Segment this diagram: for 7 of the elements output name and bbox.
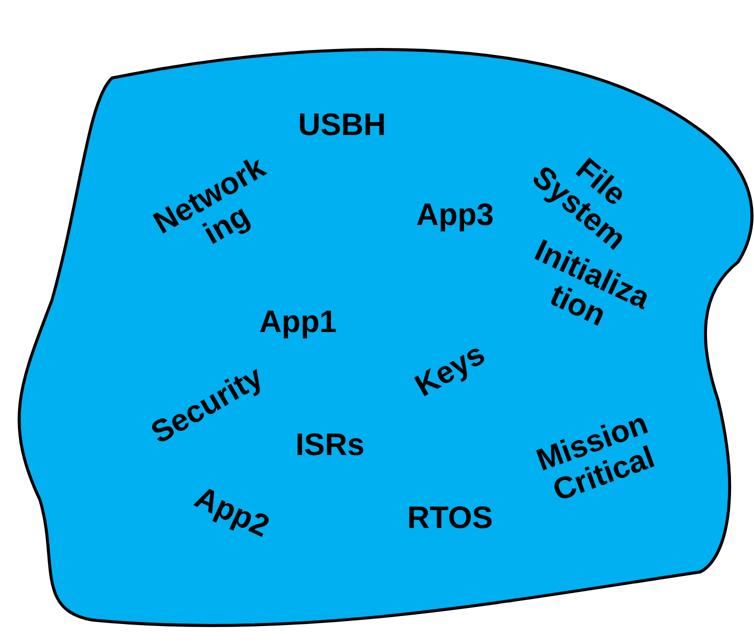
region-label: USBH [298,108,386,142]
region-label: RTOS [407,501,493,535]
region-label: Keys [409,336,491,404]
region-label: App3 [416,198,494,232]
region-label: ISRs [296,428,364,462]
region-label: App1 [259,305,337,339]
region-label: App2 [190,480,274,544]
